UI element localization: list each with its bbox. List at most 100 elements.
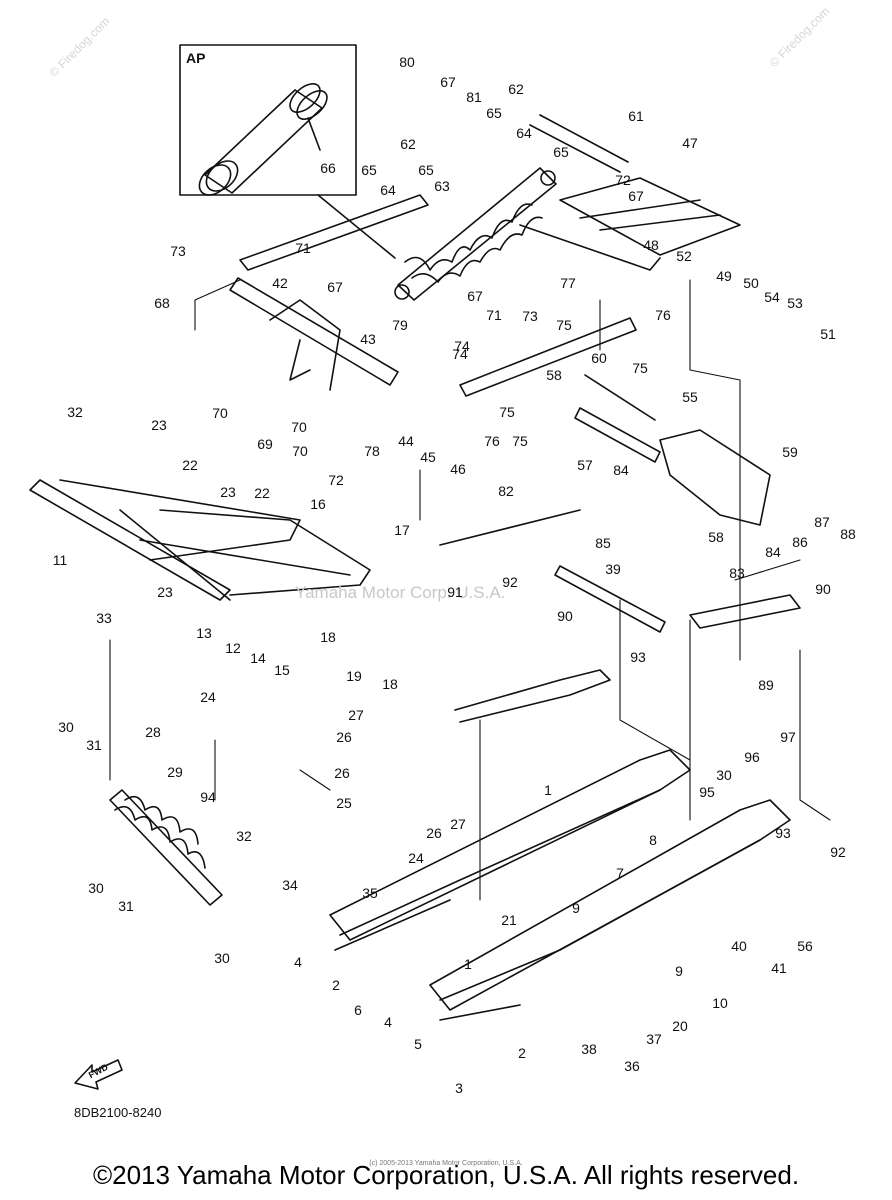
front-frame-drawing [29, 479, 371, 601]
part-callout: 32 [67, 404, 83, 420]
part-callout: 91 [447, 584, 463, 600]
part-callout: 30 [716, 767, 732, 783]
part-callout: 2 [518, 1045, 526, 1061]
part-callout: 40 [731, 938, 747, 954]
damper-92 [454, 669, 611, 723]
diagram-code: 8DB2100-8240 [74, 1105, 162, 1120]
part-callout: 37 [646, 1031, 662, 1047]
part-callout: 23 [157, 584, 173, 600]
part-callout: 75 [499, 404, 515, 420]
part-callout: 79 [392, 317, 408, 333]
part-callout: 48 [643, 237, 659, 253]
part-callout: 12 [225, 640, 241, 656]
yamaha-watermark: Yamaha Motor Corp. U.S.A. [295, 583, 506, 602]
rod-82 [439, 509, 581, 546]
part-callout: 56 [797, 938, 813, 954]
part-callout: 34 [282, 877, 298, 893]
part-callout: 9 [675, 963, 683, 979]
part-callout: 94 [200, 789, 216, 805]
part-callout: 90 [557, 608, 573, 624]
part-callout: 42 [272, 275, 288, 291]
part-callout: 5 [414, 1036, 422, 1052]
boot-sleeve-drawing [198, 83, 328, 196]
part-callout: 33 [96, 610, 112, 626]
part-callout: 25 [336, 795, 352, 811]
part-callout: 30 [214, 950, 230, 966]
part-callout: 76 [655, 307, 671, 323]
part-callout: 26 [336, 729, 352, 745]
link-rod-lower [459, 317, 637, 397]
copyright-footer: ©2013 Yamaha Motor Corporation, U.S.A. A… [92, 1160, 800, 1190]
part-callout: 67 [467, 288, 483, 304]
part-callout: 23 [151, 417, 167, 433]
shaft-60 [584, 374, 656, 421]
part-callout: 73 [170, 243, 186, 259]
part-callout: 88 [840, 526, 856, 542]
rear-shock-drawing [109, 789, 223, 906]
part-callout: 85 [595, 535, 611, 551]
part-callout: 67 [327, 279, 343, 295]
part-callout: 31 [118, 898, 134, 914]
part-callout: 1 [464, 956, 472, 972]
part-callout: 65 [486, 105, 502, 121]
part-callout: 17 [394, 522, 410, 538]
part-callout: 45 [420, 449, 436, 465]
part-callout: 51 [820, 326, 836, 342]
part-callout: 41 [771, 960, 787, 976]
part-callout: 10 [712, 995, 728, 1011]
inset-leader [317, 194, 396, 259]
part-callout: 84 [765, 544, 781, 560]
part-callout: 24 [408, 850, 424, 866]
part-callout: 61 [628, 108, 644, 124]
arm-83 [689, 594, 801, 629]
guide-lines [109, 279, 831, 901]
part-callout: 18 [382, 676, 398, 692]
part-callout: 75 [632, 360, 648, 376]
part-callout: 81 [466, 89, 482, 105]
part-callout: 8 [649, 832, 657, 848]
part-callout: 93 [775, 825, 791, 841]
part-callout: 72 [615, 172, 631, 188]
part-callout: 49 [716, 268, 732, 284]
part-callout: 28 [145, 724, 161, 740]
part-callout: 71 [486, 307, 502, 323]
part-callout: 73 [522, 308, 538, 324]
part-callout: 55 [682, 389, 698, 405]
fwd-arrow-icon [74, 1059, 123, 1090]
part-callout: 75 [556, 317, 572, 333]
part-callout: 71 [295, 240, 311, 256]
part-callout: 67 [628, 188, 644, 204]
part-callout: 47 [682, 135, 698, 151]
part-callout: 65 [418, 162, 434, 178]
slide-rails-drawing [329, 749, 791, 1021]
inset-part-number: 66 [320, 160, 336, 176]
part-callout: 72 [328, 472, 344, 488]
part-callout: 54 [764, 289, 780, 305]
part-callout: 46 [450, 461, 466, 477]
part-callout: 38 [581, 1041, 597, 1057]
ap-inset-frame [179, 44, 357, 196]
part-callout: 77 [560, 275, 576, 291]
part-callout: 84 [613, 462, 629, 478]
part-callout: 68 [154, 295, 170, 311]
part-callout: 58 [546, 367, 562, 383]
part-callout: 32 [236, 828, 252, 844]
bracket-55 [659, 429, 771, 526]
small-credit: (c) 2005-2013 Yamaha Motor Corporation, … [369, 1160, 523, 1167]
part-callout: 90 [815, 581, 831, 597]
part-callout: 7 [616, 865, 624, 881]
part-callout: 75 [512, 433, 528, 449]
part-callout: 30 [58, 719, 74, 735]
part-callout: 4 [294, 954, 302, 970]
part-callout: 4 [384, 1014, 392, 1030]
part-callout: 64 [380, 182, 396, 198]
rear-arm-drawing [519, 114, 741, 271]
shaft-57 [574, 407, 661, 463]
part-callout: 69 [257, 436, 273, 452]
part-callout: 65 [361, 162, 377, 178]
part-callout: 60 [591, 350, 607, 366]
part-callout: 35 [362, 885, 378, 901]
part-callout: 74 [454, 338, 470, 354]
